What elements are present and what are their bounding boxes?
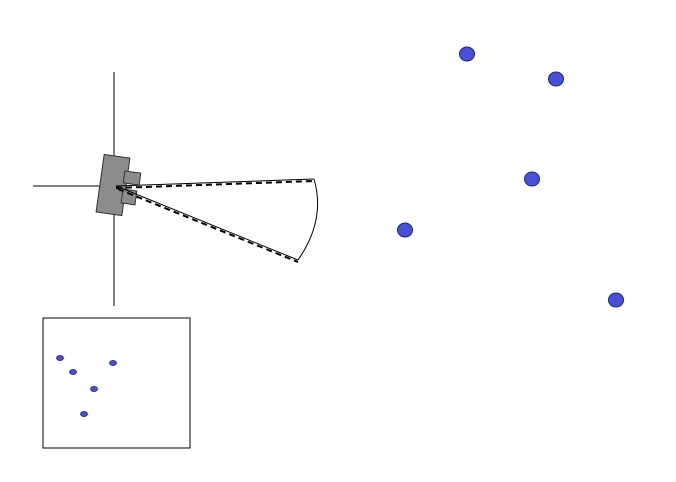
cone-arc (297, 178, 319, 261)
sensor-body (95, 153, 131, 217)
inset-landmark-point (69, 368, 77, 375)
landmarks-main (397, 46, 624, 308)
cone-lower-edge-dashed (117, 188, 299, 263)
landmark-point (397, 222, 413, 238)
sensor-cone (115, 178, 319, 263)
inset-map (42, 317, 191, 449)
landmark-point (459, 46, 475, 62)
cone-upper-edge-dashed (115, 180, 315, 189)
landmark-point (608, 292, 624, 308)
sensor-upper-tab (122, 170, 142, 186)
inset-landmark-point (90, 385, 98, 392)
sensor-device (95, 153, 142, 217)
inset-landmark-point (80, 410, 88, 417)
cone-upper-edge-solid (115, 178, 315, 187)
landmark-point (524, 171, 540, 187)
inset-landmark-point (109, 359, 117, 366)
cone-lower-edge-solid (115, 185, 299, 261)
inset-landmark-point (56, 354, 64, 361)
landmark-point (548, 71, 564, 87)
inset-map-frame (42, 317, 191, 449)
